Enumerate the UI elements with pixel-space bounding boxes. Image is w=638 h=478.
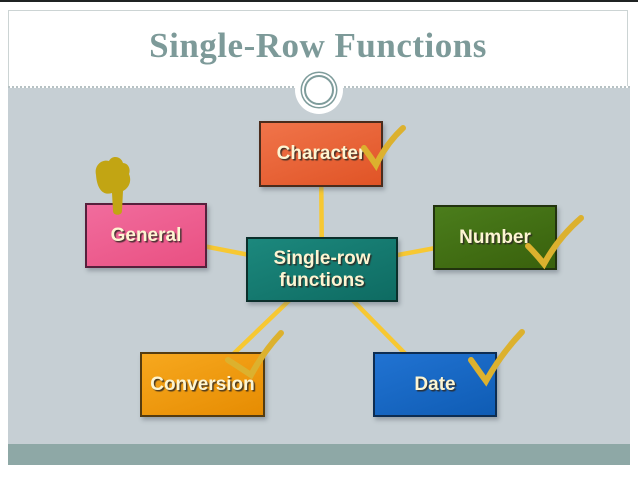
- node-label: Character: [276, 143, 366, 164]
- node-center: Single-row functions: [246, 237, 398, 302]
- node-label: General: [110, 224, 182, 246]
- node-label: Number: [459, 226, 531, 248]
- title-area: Single-Row Functions: [8, 10, 628, 86]
- node-general: General: [85, 203, 207, 268]
- slide-title: Single-Row Functions: [149, 25, 487, 65]
- node-label: Date: [414, 373, 456, 395]
- node-label: Conversion: [150, 373, 255, 395]
- node-number: Number: [433, 205, 557, 270]
- node-character: Character: [259, 121, 383, 187]
- node-conversion: Conversion: [140, 352, 265, 417]
- circle-ornament-icon: [304, 75, 334, 105]
- footer-band: [8, 444, 630, 465]
- top-border-line: [0, 0, 638, 2]
- node-label: Single-row functions: [273, 247, 371, 291]
- node-date: Date: [373, 352, 497, 417]
